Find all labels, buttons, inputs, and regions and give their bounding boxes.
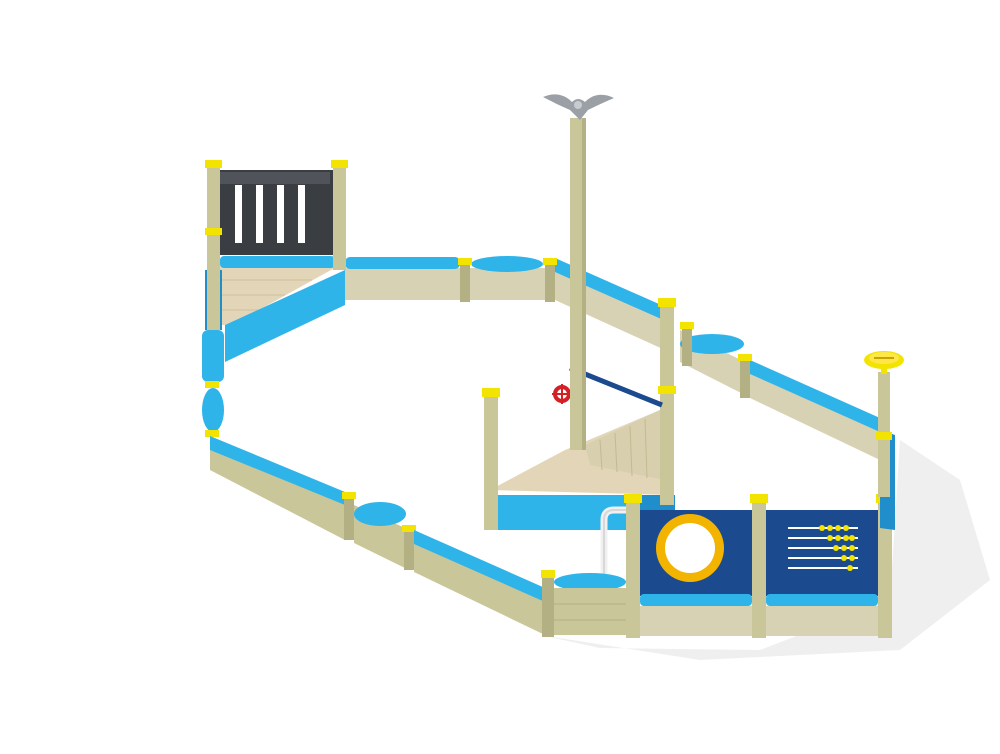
bench-seat-round (354, 502, 406, 526)
post-cap (482, 388, 500, 397)
ship-wheel-icon (552, 384, 572, 404)
water-pump-icon (600, 506, 628, 578)
seagull-icon (543, 94, 614, 120)
bench-seat (202, 330, 224, 382)
stern (554, 351, 904, 638)
post-cap (458, 258, 472, 265)
bench-seat (640, 594, 752, 606)
post-cap (658, 386, 676, 394)
post-cap (402, 525, 416, 532)
deck-front (488, 495, 628, 530)
bench-seat (750, 360, 880, 432)
post (207, 165, 220, 330)
ground-shadow (540, 440, 990, 660)
abacus-panel (766, 510, 878, 596)
post-cap (876, 432, 892, 440)
post (752, 500, 766, 638)
bench-seat-round (471, 256, 543, 272)
compass-dial-icon (864, 351, 904, 374)
bench-seat-round (680, 334, 744, 354)
post-cap (543, 258, 557, 265)
post-cap (738, 354, 752, 361)
post-cap (205, 160, 222, 168)
bench-seat-round (202, 388, 224, 432)
post-cap (331, 160, 348, 168)
post (626, 500, 640, 638)
post-cap (750, 494, 768, 503)
wall-face (414, 540, 545, 635)
post (740, 358, 750, 398)
wall-face (554, 588, 628, 635)
post (545, 262, 555, 302)
post (660, 305, 674, 505)
post (460, 262, 470, 302)
post-cap (680, 322, 694, 329)
post (878, 500, 892, 638)
post (404, 528, 414, 570)
post (682, 326, 692, 366)
bench-seat (414, 530, 545, 602)
post (484, 395, 498, 530)
back-right-wall (345, 256, 880, 460)
bow-top-rail (220, 256, 335, 268)
post-cap (205, 381, 219, 388)
post-cap (205, 228, 222, 235)
abacus-icon (788, 525, 858, 571)
post-cap (205, 430, 219, 437)
wall-face (210, 445, 345, 540)
left-wall (202, 330, 555, 637)
post (344, 495, 354, 540)
post-cap (342, 492, 356, 499)
bow-platform (205, 160, 348, 362)
window-grille-icon (215, 170, 333, 255)
porthole-icon (656, 514, 724, 582)
post (333, 165, 346, 270)
wall-face (345, 268, 460, 300)
wall-face (640, 606, 752, 636)
wall-face (470, 268, 545, 300)
post-cap (624, 494, 642, 503)
bow-side-panel (225, 270, 345, 362)
bench-seat (766, 594, 878, 606)
bench-seat (345, 257, 460, 269)
post-cap (541, 570, 555, 578)
post (542, 575, 554, 637)
bench-seat-round (554, 573, 626, 591)
post-cap (658, 298, 676, 307)
bench-seat (210, 436, 345, 505)
wall-face (766, 606, 878, 636)
